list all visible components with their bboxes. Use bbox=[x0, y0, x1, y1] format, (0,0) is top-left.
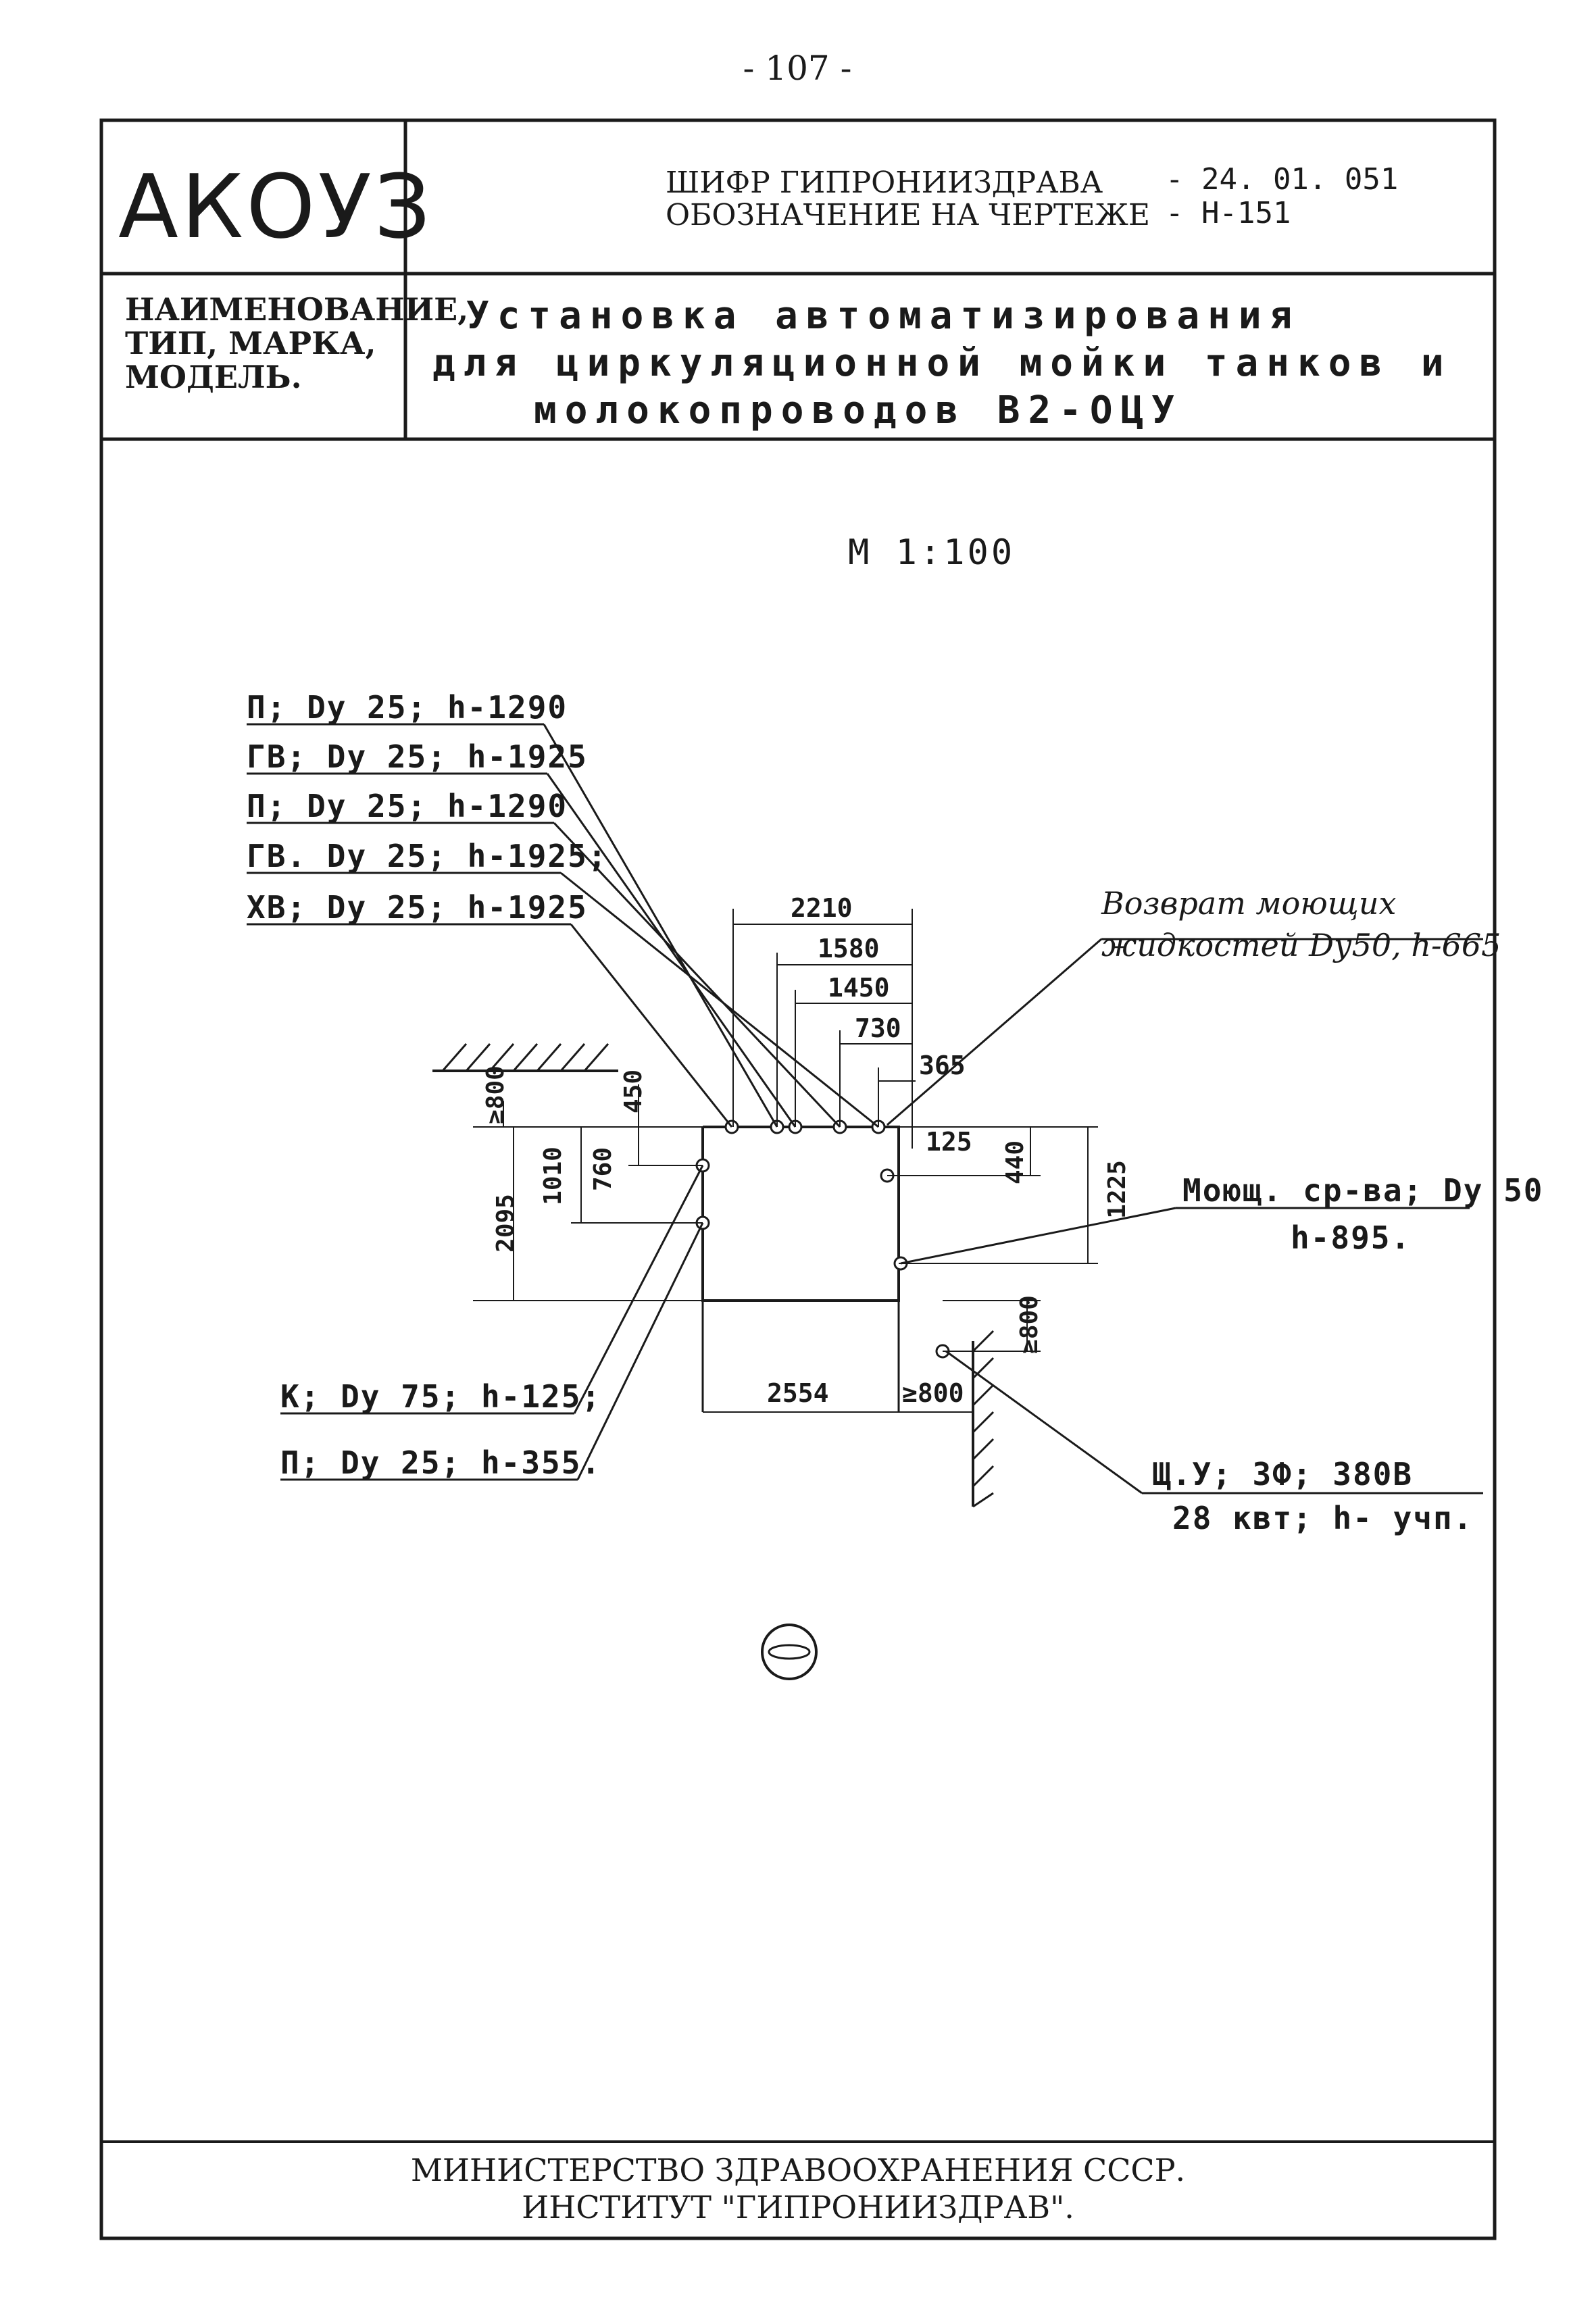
name-label-line-1: НАИМЕНОВАНИЕ, bbox=[125, 291, 469, 328]
frame-border bbox=[99, 118, 1497, 2240]
dim-2210: 2210 bbox=[791, 893, 853, 923]
power-note-line-1: Щ.У; 3Ф; 380В bbox=[1152, 1456, 1414, 1492]
title-line-3: молокопроводов В2-ОЦУ bbox=[534, 388, 1183, 432]
cipher-value: - 24. 01. 051 bbox=[1166, 162, 1399, 197]
dim-2095: 2095 bbox=[491, 1194, 520, 1253]
pipe-label-3: П; Dу 25; h-1290 bbox=[247, 788, 568, 824]
name-label-line-2: ТИП, МАРКА, bbox=[125, 325, 376, 361]
dim-365: 365 bbox=[919, 1051, 966, 1080]
stamp-circle bbox=[761, 1624, 818, 1680]
dim-1450: 1450 bbox=[828, 973, 890, 1003]
dim-800-bottom: ≥800 bbox=[902, 1378, 964, 1408]
drawing-label: ОБОЗНАЧЕНИЕ НА ЧЕРТЕЖЕ bbox=[666, 198, 1150, 232]
pipe-label-6: К; Dу 75; h-125; bbox=[280, 1378, 602, 1415]
dim-125: 125 bbox=[926, 1127, 972, 1157]
dim-440: 440 bbox=[1001, 1140, 1030, 1185]
pipe-label-2: ГВ; Dу 25; h-1925 bbox=[247, 738, 588, 775]
dim-1580: 1580 bbox=[818, 934, 880, 963]
pipe-label-7: П; Dу 25; h-355. bbox=[280, 1444, 602, 1481]
dim-1225: 1225 bbox=[1103, 1160, 1131, 1219]
dim-730: 730 bbox=[855, 1013, 901, 1043]
footer-line-2: ИНСТИТУТ "ГИПРОНИИЗДРАВ". bbox=[522, 2189, 1074, 2225]
dim-760: 760 bbox=[589, 1147, 618, 1192]
return-note-line-1: Возврат моющих bbox=[1101, 885, 1397, 922]
dim-2554: 2554 bbox=[767, 1378, 829, 1408]
footer-line-1: МИНИСТЕРСТВО ЗДРАВООХРАНЕНИЯ СССР. bbox=[410, 2152, 1186, 2188]
pipe-label-4: ГВ. Dу 25; h-1925; bbox=[247, 838, 608, 874]
page-number: - 107 - bbox=[743, 49, 852, 88]
logo-text: АКОУЗ bbox=[118, 155, 434, 258]
dim-450: 450 bbox=[620, 1069, 648, 1114]
plan-drawing bbox=[247, 723, 1483, 1680]
title-line-1: Установка автоматизирования bbox=[466, 294, 1301, 338]
dim-1010: 1010 bbox=[539, 1147, 567, 1205]
drawing-value: - Н-151 bbox=[1166, 196, 1291, 230]
wash-note-line-1: Моющ. ср-ва; Dу 50 bbox=[1182, 1172, 1544, 1209]
equipment-outline bbox=[701, 1126, 900, 1302]
pipe-label-5: ХВ; Dу 25; h-1925 bbox=[247, 889, 588, 926]
power-note-line-2: 28 квт; h- учп. bbox=[1172, 1500, 1474, 1536]
cipher-label: ШИФР ГИПРОНИИЗДРАВА bbox=[666, 166, 1103, 200]
wash-note-line-2: h-895. bbox=[1291, 1219, 1412, 1256]
dim-800-right: ≥800 bbox=[1015, 1295, 1043, 1354]
name-label-line-3: МОДЕЛЬ. bbox=[125, 359, 302, 395]
title-line-2: для циркуляционной мойки танков и bbox=[432, 341, 1452, 385]
pipe-label-1: П; Dу 25; h-1290 bbox=[247, 689, 568, 726]
scale-label: М 1:100 bbox=[848, 532, 1016, 573]
dim-800-top: ≥800 bbox=[481, 1065, 509, 1124]
return-note-line-2: жидкостей Dу50, h-665 bbox=[1101, 927, 1501, 963]
